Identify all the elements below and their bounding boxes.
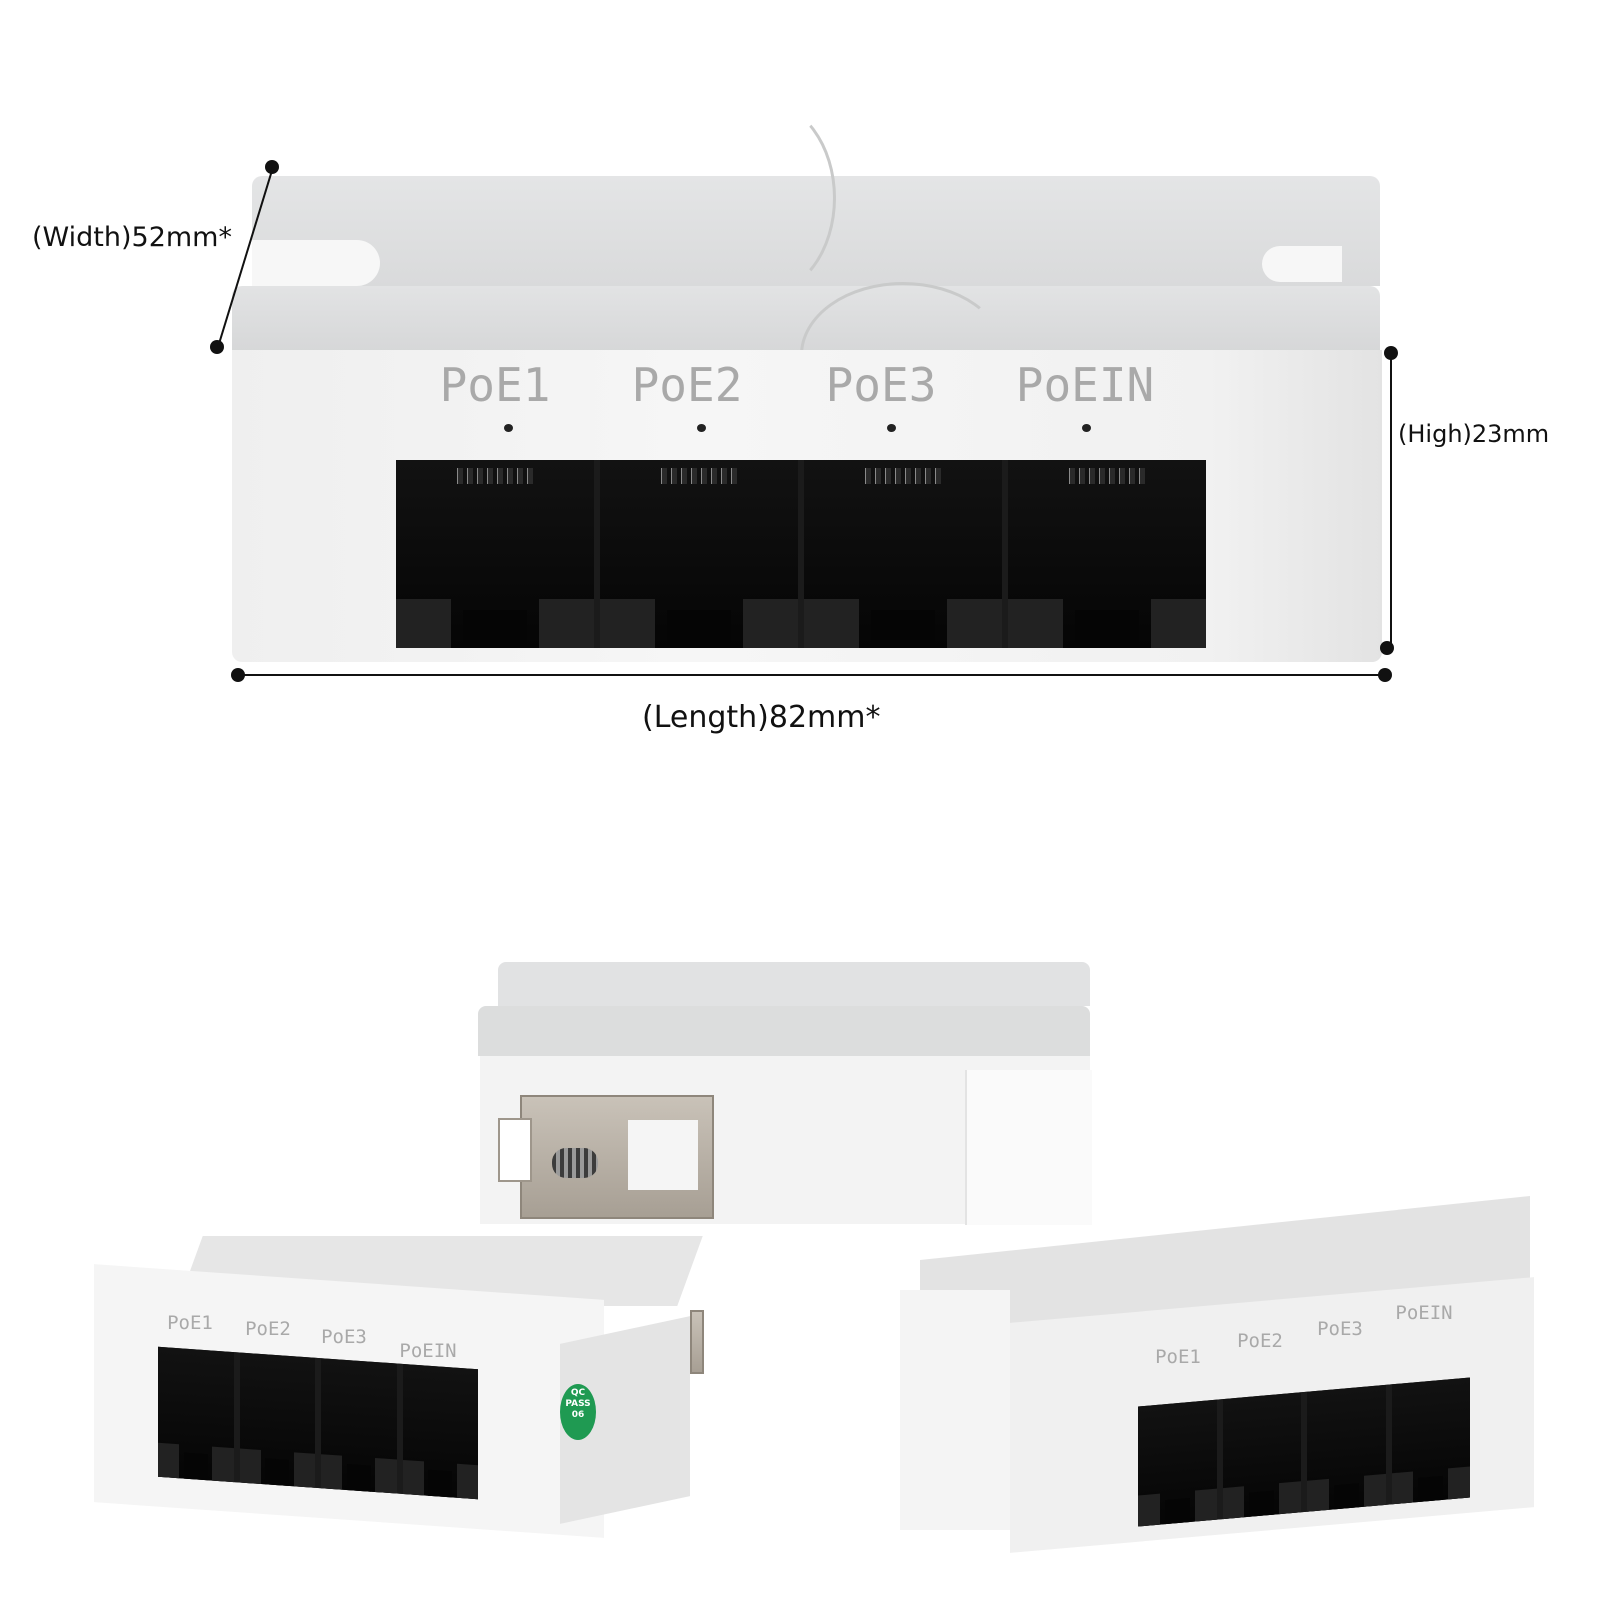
din-clip-spring: [552, 1148, 598, 1178]
rj45-port-poe3[interactable]: [1307, 1384, 1392, 1512]
length-dimension-label: (Length)82mm*: [642, 700, 881, 735]
din-rail-clip-edge: [690, 1310, 704, 1374]
led-indicator-poe1: [504, 424, 513, 432]
length-dimension-line: [238, 674, 1385, 676]
mount-notch-left: [252, 240, 380, 286]
rj45-port-poe3[interactable]: [804, 460, 1008, 648]
port-label-poein: PoEIN: [1015, 358, 1155, 412]
dimension-dot: [1378, 668, 1392, 682]
mount-notch-right: [1262, 246, 1342, 282]
port-label-poein: PoEIN: [399, 1340, 457, 1362]
top-groove-arc: [690, 100, 836, 296]
rj45-port-poe2[interactable]: [239, 1352, 321, 1489]
led-indicator-poein: [1082, 424, 1091, 432]
dimension-dot: [210, 340, 224, 354]
led-indicator-poe3: [887, 424, 896, 432]
rj45-port-poein[interactable]: [1008, 460, 1206, 648]
rj45-port-poe2[interactable]: [600, 460, 804, 648]
din-clip-window: [628, 1120, 698, 1190]
height-dimension-line: [1390, 353, 1392, 648]
led-indicator-poe2: [697, 424, 706, 432]
height-dimension-label: (High)23mm: [1398, 420, 1550, 448]
rj45-port-poein[interactable]: [402, 1363, 478, 1500]
width-dimension-label: (Width)52mm*: [32, 222, 232, 253]
port-label-poe3: PoE3: [1317, 1318, 1363, 1340]
qc-pass-sticker: QC PASS 06: [560, 1384, 596, 1440]
left-view-port-block: [158, 1346, 478, 1500]
port-label-poe2: PoE2: [631, 358, 743, 412]
rj45-port-poe1[interactable]: [1138, 1399, 1223, 1527]
port-label-poe2: PoE2: [245, 1318, 291, 1340]
rj45-port-block: [396, 460, 1206, 648]
port-label-poein: PoEIN: [1395, 1302, 1453, 1324]
side-view-top-front: [478, 1006, 1090, 1056]
port-label-poe3: PoE3: [825, 358, 937, 412]
port-label-poe1: PoE1: [439, 358, 551, 412]
contact-pins: [865, 468, 941, 484]
side-view-end-cap: [965, 1070, 1092, 1225]
contact-pins: [661, 468, 737, 484]
contact-pins: [1069, 468, 1145, 484]
qc-sticker-line3: 06: [571, 1410, 585, 1420]
rj45-port-poe1[interactable]: [158, 1346, 240, 1483]
din-clip-hole: [498, 1118, 532, 1182]
rj45-port-poe3[interactable]: [321, 1358, 403, 1494]
side-view-top: [498, 962, 1090, 1006]
port-label-poe3: PoE3: [321, 1326, 367, 1348]
port-label-poe2: PoE2: [1237, 1330, 1283, 1352]
rj45-port-poein[interactable]: [1391, 1377, 1470, 1505]
contact-pins: [457, 468, 533, 484]
qc-sticker-line1: QC: [570, 1388, 586, 1398]
rj45-port-poe1[interactable]: [396, 460, 600, 648]
right-view-left-side: [900, 1290, 1010, 1530]
rj45-port-poe2[interactable]: [1222, 1391, 1307, 1520]
qc-sticker-line2: PASS: [565, 1399, 591, 1409]
port-label-poe1: PoE1: [1155, 1346, 1201, 1368]
port-label-poe1: PoE1: [167, 1312, 213, 1334]
